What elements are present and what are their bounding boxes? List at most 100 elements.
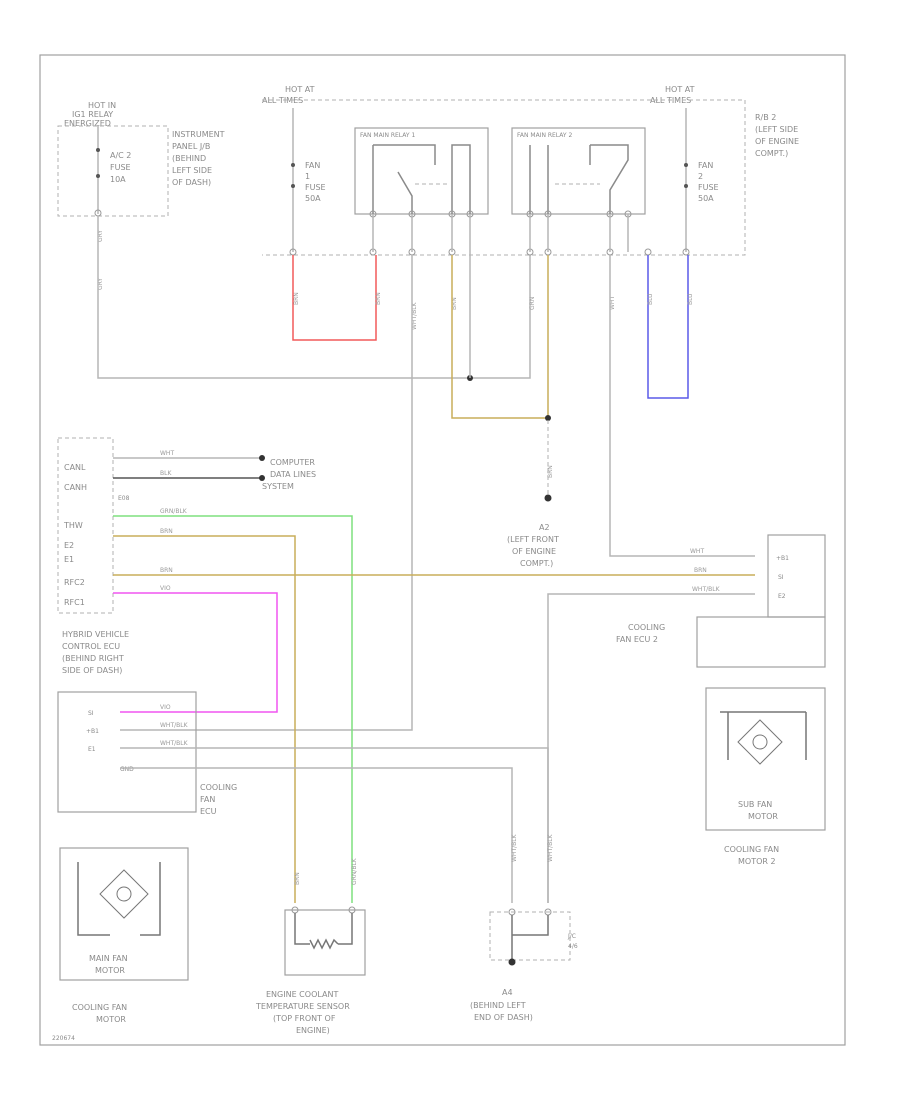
hot-ig-label-1: HOT IN [88, 101, 116, 110]
splice-point [545, 415, 551, 421]
hot-at-left-2: ALL TIMES [262, 96, 303, 105]
main-fan-label-1: MAIN FAN [89, 954, 128, 963]
fan-ecu2-b1-label: WHT [690, 548, 704, 555]
relay-wire-label-4: WHT [609, 296, 616, 310]
relay-wire-label-1: WHT/BLK [411, 301, 418, 330]
fan1-fuse-4: 50A [305, 194, 321, 203]
panel-label-4: LEFT SIDE [172, 166, 212, 175]
fuse-contact [96, 148, 100, 152]
rb2-label-4: COMPT.) [755, 149, 788, 158]
yellow-relay-wire [451, 255, 549, 419]
acc-fuse-label-3: 10A [110, 175, 126, 184]
main-fan-leads [77, 862, 161, 936]
rb2-label-3: OF ENGINE [755, 137, 799, 146]
relay1-to-fan-ecu-wire [120, 255, 413, 731]
sensor-leads [294, 913, 353, 945]
fan-main-relay-2 [511, 127, 646, 215]
fan2-fuse-2: 2 [698, 172, 703, 181]
fan-ecu-name-2: FAN [200, 795, 215, 804]
jc-internal [511, 915, 549, 960]
ecu-pin-rfc2: RFC2 [64, 578, 85, 587]
sensor-name-4: ENGINE) [296, 1026, 330, 1035]
fan-ecu-name-3: ECU [200, 807, 217, 816]
ground-a2-id: A2 [539, 523, 550, 532]
fan2-fuse-1: FAN [698, 161, 713, 170]
ground-a4-id: A4 [502, 988, 513, 997]
ecu-pin-e1: E1 [64, 555, 74, 564]
ecu-pin-canh: CANH [64, 483, 87, 492]
a4-wire-label-l: WHT/BLK [511, 833, 518, 862]
fan-ecu-si-label: VIO [160, 704, 171, 711]
fan-ecu-gnd-wire [120, 767, 513, 903]
ecu-pin-canl: CANL [64, 463, 86, 472]
blue-wire-label-2: BLU [687, 293, 694, 305]
fan-ecu2-e2-wire [547, 593, 755, 903]
rb2-label-2: (LEFT SIDE [755, 125, 798, 134]
sub-fan-motor-box [705, 687, 826, 831]
relay-pins [289, 210, 690, 256]
rfc2-wire-label: BRN [160, 567, 173, 574]
rb2-label-1: R/B 2 [755, 113, 776, 122]
hybrid-ecu-name-3: (BEHIND RIGHT [62, 654, 124, 663]
sensor-name-3: (TOP FRONT OF [273, 1014, 336, 1023]
sensor-wire-label-r: GRN/BLK [351, 857, 358, 885]
instrument-panel-jb-box [57, 125, 169, 217]
relay-wire-label-2: BRN [451, 297, 458, 310]
ecu-pin-thw: THW [63, 521, 83, 530]
fan-ecu-pin-b1: +B1 [86, 728, 99, 735]
canh-wire-label: BLK [160, 470, 172, 477]
fuse-contact [291, 163, 295, 167]
relay2-internals [529, 144, 629, 214]
sensor-wire-label-l: BRN [294, 872, 301, 885]
ground-a2-point [544, 494, 552, 502]
panel-label-1: INSTRUMENT [172, 130, 225, 139]
acc-fuse-label-1: A/C 2 [110, 151, 131, 160]
acc-fuse-out-wire-label: GRY [97, 230, 104, 242]
canl-wire-label: WHT [160, 450, 174, 457]
panel-label-2: PANEL J/B [172, 142, 210, 151]
fan-ecu2-e2-label: WHT/BLK [692, 586, 721, 593]
thermistor-icon [309, 938, 339, 950]
main-fan-caption-2: MOTOR [96, 1015, 126, 1024]
jc-label-2: 4/6 [568, 943, 578, 950]
fan-ecu2-pin-e2: E2 [778, 593, 786, 600]
fan-main-relay-1 [354, 127, 489, 215]
thw-wire-label: GRN/BLK [160, 508, 188, 515]
relay2-label: FAN MAIN RELAY 2 [517, 132, 572, 139]
main-fan-motor-symbol [116, 886, 132, 902]
sensor-name-2: TEMPERATURE SENSOR [255, 1002, 350, 1011]
diagram-frame [39, 54, 846, 1046]
ground-a4-loc-2: END OF DASH) [474, 1013, 533, 1022]
hybrid-ecu-name-2: CONTROL ECU [62, 642, 120, 651]
fan-ecu2-pin-si: SI [778, 574, 784, 581]
relay1-label: FAN MAIN RELAY 1 [360, 132, 415, 139]
ground-a2-loc-2: OF ENGINE [512, 547, 556, 556]
canl-terminal [259, 455, 265, 461]
main-fan-label-2: MOTOR [95, 966, 125, 975]
blue-jumper-wire [647, 255, 689, 399]
main-fan-motor-box [59, 847, 189, 981]
a4-wire-label-r: WHT/BLK [547, 833, 554, 862]
rb2-box [262, 99, 746, 256]
relay1-internals [372, 144, 471, 214]
sub-fan-motor-icon [737, 719, 783, 765]
fan2-fuse-3: FUSE [698, 183, 719, 192]
red-wire-label-1: BRN [293, 292, 300, 305]
data-lines-label-1: COMPUTER [270, 458, 315, 467]
cooling-fan-ecu-box [57, 691, 197, 813]
fan-ecu-b1-label: WHT/BLK [160, 722, 189, 729]
fan-ecu-pin-e1: E1 [88, 746, 96, 753]
sub-fan-caption-2: MOTOR 2 [738, 857, 776, 866]
main-fan-caption-1: COOLING FAN [72, 1003, 127, 1012]
fan-ecu-e1-label: WHT/BLK [160, 740, 189, 747]
fan-ecu-e1-wire [120, 747, 549, 903]
main-fan-motor-icon [99, 869, 149, 919]
cooling-fan-ecu2-body [696, 616, 826, 668]
hot-ig-label-3: ENERGIZED [64, 119, 111, 128]
sub-fan-motor-symbol [752, 734, 768, 750]
left-down-wire-label: GRY [97, 278, 104, 290]
ground-a4-point [508, 958, 516, 966]
coolant-sensor-box [284, 909, 366, 976]
ground-a2-wire-label: BRN [547, 465, 554, 478]
fan-ecu2-si-label: BRN [694, 567, 707, 574]
